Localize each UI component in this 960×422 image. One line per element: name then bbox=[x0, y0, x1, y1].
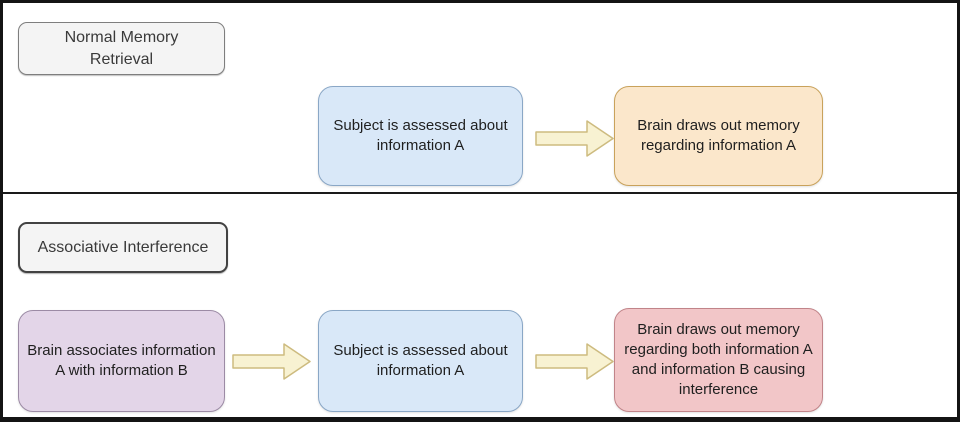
node-subject-assessed-about-a-2: Subject is assessed about information A bbox=[318, 310, 523, 412]
lane-title-associative-interference: Associative Interference bbox=[37, 238, 209, 256]
node-text: Subject is assessed about information A bbox=[333, 117, 508, 154]
node-text: Brain draws out memory regarding informa… bbox=[637, 117, 800, 154]
flow-arrow-icon bbox=[535, 343, 614, 380]
node-text: Subject is assessed about information A bbox=[333, 342, 508, 379]
node-brain-associates-a-with-b: Brain associates information A with info… bbox=[18, 310, 225, 412]
lane-title-box-normal-memory-retrieval: Normal Memory Retrieval bbox=[18, 22, 225, 75]
flow-arrow-icon bbox=[232, 343, 311, 380]
node-text: Brain associates information A with info… bbox=[27, 342, 216, 379]
lane-associative-interference: Associative Interference Brain associate… bbox=[3, 196, 957, 417]
node-brain-draws-memory-a: Brain draws out memory regarding informa… bbox=[614, 86, 823, 186]
lane-normal-memory-retrieval: Normal Memory Retrieval Subject is asses… bbox=[3, 3, 957, 194]
lane-title-normal-memory-retrieval: Normal Memory Retrieval bbox=[64, 28, 179, 68]
node-text: Brain draws out memory regarding both in… bbox=[624, 321, 813, 398]
lane-title-box-associative-interference: Associative Interference bbox=[18, 222, 228, 273]
node-subject-assessed-about-a: Subject is assessed about information A bbox=[318, 86, 523, 186]
flow-arrow-icon bbox=[535, 120, 614, 157]
node-brain-draws-memory-a-and-b: Brain draws out memory regarding both in… bbox=[614, 308, 823, 412]
